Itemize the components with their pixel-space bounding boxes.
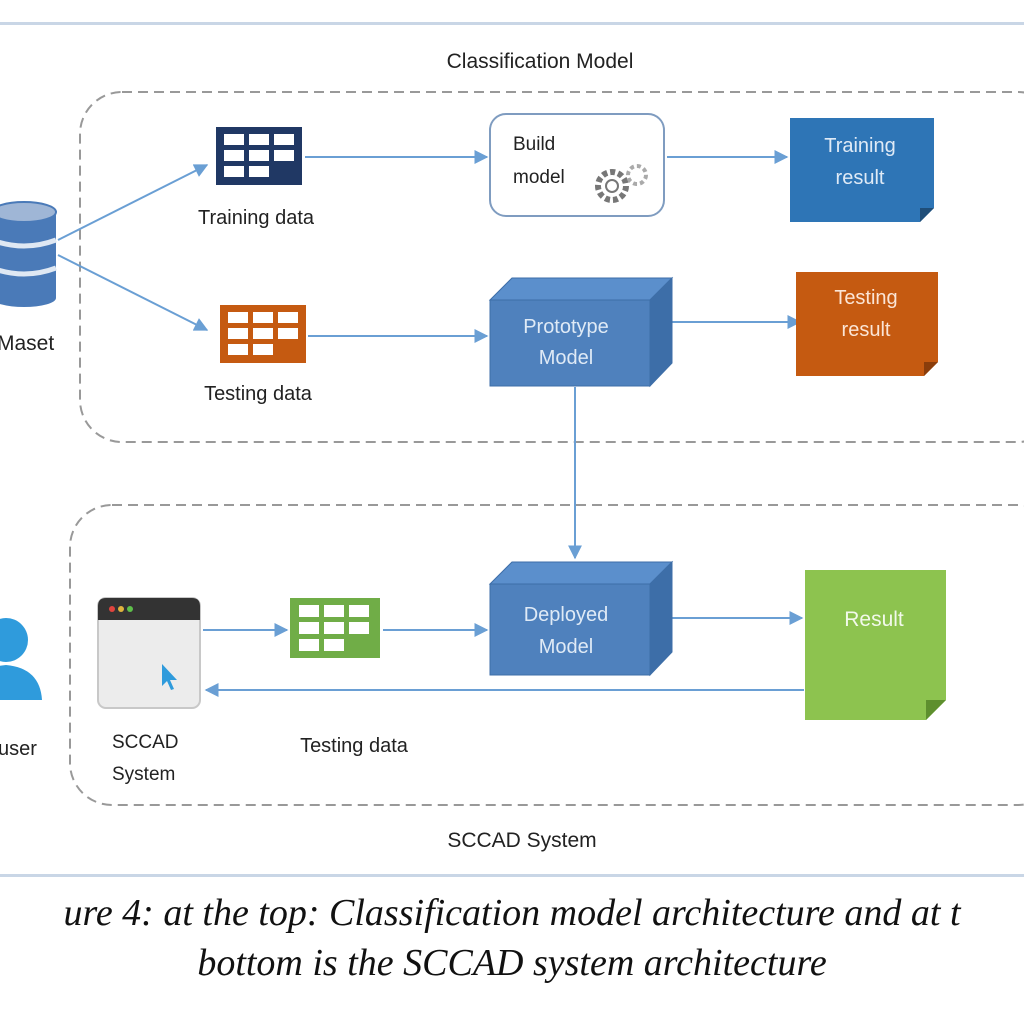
training-data-table-icon (216, 127, 302, 185)
build-model-label-line1: Build (513, 134, 555, 155)
prototype-model-cube (488, 276, 674, 388)
deployed-model-cube (488, 560, 674, 677)
result-label: Result (844, 608, 904, 631)
architecture-diagram: Classification Model SCCAD System Maset … (0, 50, 1024, 852)
prototype-model-line2: Model (539, 347, 593, 369)
training-result-box (790, 118, 934, 222)
testing-result-box (796, 272, 938, 376)
user-icon (0, 618, 42, 700)
bottom-testing-data-table-icon (290, 598, 380, 658)
testing-result-line2: result (842, 319, 891, 341)
testing-data-label: Testing data (204, 383, 313, 405)
gear-icon (595, 164, 648, 203)
dataset-label: Maset (0, 332, 54, 355)
deployed-model-line2: Model (539, 636, 593, 658)
arrow-dataset-to-training (57, 164, 209, 241)
sccad-system-label-line1: SCCAD (112, 732, 179, 753)
deployed-model-line1: Deployed (524, 604, 609, 626)
dataset-database-icon (0, 201, 57, 307)
bottom-testing-data-label: Testing data (300, 735, 409, 757)
caption-line-2: bottom is the SCCAD system architecture (197, 942, 827, 984)
bottom-rule (0, 874, 1024, 877)
cursor-icon (162, 664, 177, 690)
classification-model-title: Classification Model (447, 50, 634, 73)
connector-arrows (57, 150, 804, 697)
testing-data-table-icon (220, 305, 306, 363)
user-label: user (0, 738, 37, 760)
build-model-box (489, 113, 665, 217)
testing-result-line1: Testing (834, 287, 897, 309)
figure-caption: ure 4: at the top: Classification model … (0, 888, 1024, 988)
sccad-system-title: SCCAD System (447, 829, 596, 852)
sccad-system-window-icon (97, 597, 201, 709)
training-result-line1: Training (824, 135, 896, 157)
top-rule (0, 22, 1024, 25)
sccad-system-container (69, 504, 1024, 806)
arrow-dataset-to-testing (57, 254, 209, 331)
caption-line-1: ure 4: at the top: Classification model … (63, 892, 961, 934)
training-data-label: Training data (198, 207, 315, 229)
build-model-label-line2: model (513, 167, 565, 188)
training-result-line2: result (836, 167, 885, 189)
sccad-system-label-line2: System (112, 764, 175, 785)
result-box (805, 570, 946, 720)
prototype-model-line1: Prototype (523, 316, 609, 338)
